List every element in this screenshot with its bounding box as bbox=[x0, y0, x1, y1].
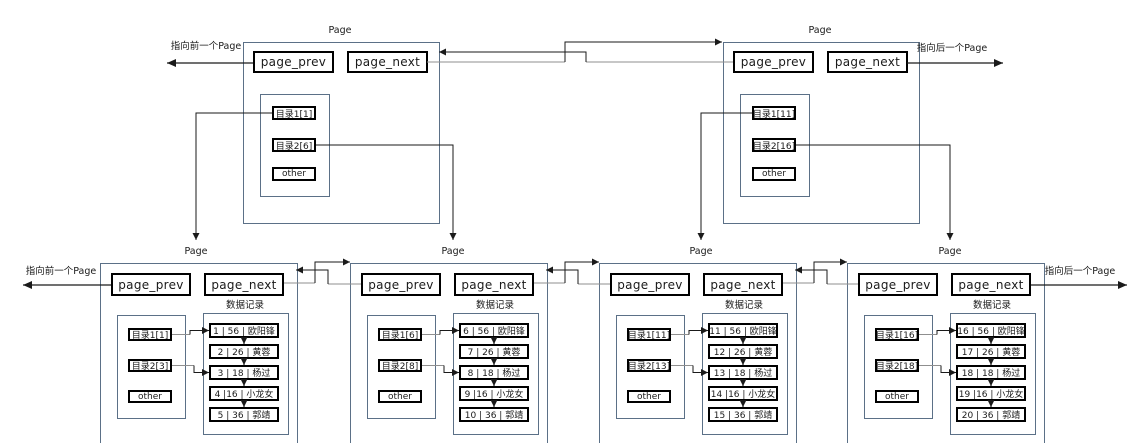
record-box: 9 |16 | 小龙女 bbox=[459, 386, 529, 401]
directory-entry: 目录1[6] bbox=[378, 328, 422, 341]
record-box: 15 | 36 | 郭靖 bbox=[708, 407, 778, 422]
record-box: 6 | 56 | 欧阳锋 bbox=[459, 323, 529, 338]
record-box: 11 | 56 | 欧阳锋 bbox=[708, 323, 778, 338]
page-next-box: page_next bbox=[951, 273, 1031, 296]
data-records-label: 数据记录 bbox=[475, 300, 514, 311]
record-box: 16 | 56 | 欧阳锋 bbox=[956, 323, 1026, 338]
connector-line bbox=[439, 48, 587, 62]
connector-line bbox=[795, 266, 828, 284]
record-box: 13 | 18 | 杨过 bbox=[708, 365, 778, 380]
directory-entry: 目录1[11] bbox=[627, 328, 671, 341]
record-box: 8 | 18 | 杨过 bbox=[459, 365, 529, 380]
next-page-edge-label-top: 指向后一个Page bbox=[916, 43, 988, 54]
record-box: 1 | 56 | 欧阳锋 bbox=[209, 323, 279, 338]
record-box: 3 | 18 | 杨过 bbox=[209, 365, 279, 380]
page-prev-box: page_prev bbox=[858, 273, 938, 296]
directory-entry: other bbox=[627, 390, 671, 403]
directory-entry: 目录1[1] bbox=[128, 328, 172, 341]
directory-entry: 目录2[3] bbox=[128, 359, 172, 372]
page-next-box: page_next bbox=[827, 51, 908, 73]
record-box: 18 | 18 | 杨过 bbox=[956, 365, 1026, 380]
connector-line bbox=[564, 38, 722, 62]
directory-entry: 目录2[13] bbox=[627, 359, 671, 372]
directory-entry: other bbox=[272, 167, 316, 181]
directory-entry: 目录1[1] bbox=[272, 106, 316, 120]
directory-entry: other bbox=[752, 167, 796, 181]
connector-line bbox=[564, 258, 599, 283]
page-next-box: page_next bbox=[703, 273, 783, 296]
page-title: Page bbox=[328, 25, 352, 36]
next-page-edge-label-bottom: 指向后一个Page bbox=[1044, 266, 1116, 277]
directory-entry: other bbox=[875, 390, 919, 403]
record-box: 19 |16 | 小龙女 bbox=[956, 386, 1026, 401]
directory-entry: 目录2[8] bbox=[378, 359, 422, 372]
connector-line bbox=[813, 258, 847, 283]
record-box: 14 |16 | 小龙女 bbox=[708, 386, 778, 401]
directory-entry: 目录1[11] bbox=[752, 106, 796, 120]
directory-entry: 目录2[18] bbox=[875, 359, 919, 372]
bottom-page-box-1 bbox=[100, 263, 298, 443]
page-title: Page bbox=[689, 246, 713, 257]
page-prev-box: page_prev bbox=[111, 273, 191, 296]
page-next-box: page_next bbox=[204, 273, 284, 296]
connector-line bbox=[296, 266, 329, 284]
directory-entry: 目录2[16] bbox=[752, 138, 796, 152]
record-box: 10 | 36 | 郭靖 bbox=[459, 407, 529, 422]
record-box: 5 | 36 | 郭靖 bbox=[209, 407, 279, 422]
prev-page-edge-label-top: 指向前一个Page bbox=[170, 41, 242, 52]
data-records-label: 数据记录 bbox=[225, 300, 264, 311]
directory-entry: other bbox=[128, 390, 172, 403]
directory-entry: 目录2[6] bbox=[272, 138, 316, 152]
page-prev-box: page_prev bbox=[733, 51, 814, 73]
record-box: 17 | 26 | 黄蓉 bbox=[956, 344, 1026, 359]
directory-entry: other bbox=[378, 390, 422, 403]
page-title: Page bbox=[808, 25, 832, 36]
page-title: Page bbox=[938, 246, 962, 257]
bottom-page-box-4 bbox=[847, 263, 1045, 443]
record-box: 2 | 26 | 黄蓉 bbox=[209, 344, 279, 359]
record-box: 12 | 26 | 黄蓉 bbox=[708, 344, 778, 359]
page-next-box: page_next bbox=[454, 273, 534, 296]
record-box: 7 | 26 | 黄蓉 bbox=[459, 344, 529, 359]
connector-line bbox=[314, 258, 350, 283]
prev-page-edge-label-bottom: 指向前一个Page bbox=[25, 266, 97, 277]
data-records-label: 数据记录 bbox=[724, 300, 763, 311]
page-prev-box: page_prev bbox=[361, 273, 441, 296]
directory-entry: 目录1[16] bbox=[875, 328, 919, 341]
page-title: Page bbox=[184, 246, 208, 257]
page-title: Page bbox=[441, 246, 465, 257]
page-prev-box: page_prev bbox=[253, 51, 334, 73]
page-prev-box: page_prev bbox=[610, 273, 690, 296]
connector-line bbox=[546, 266, 579, 284]
bottom-page-box-3 bbox=[599, 263, 797, 443]
bottom-page-box-2 bbox=[350, 263, 548, 443]
record-box: 20 | 36 | 郭靖 bbox=[956, 407, 1026, 422]
record-box: 4 |16 | 小龙女 bbox=[209, 386, 279, 401]
page-next-box: page_next bbox=[347, 51, 428, 73]
data-records-label: 数据记录 bbox=[972, 300, 1011, 311]
